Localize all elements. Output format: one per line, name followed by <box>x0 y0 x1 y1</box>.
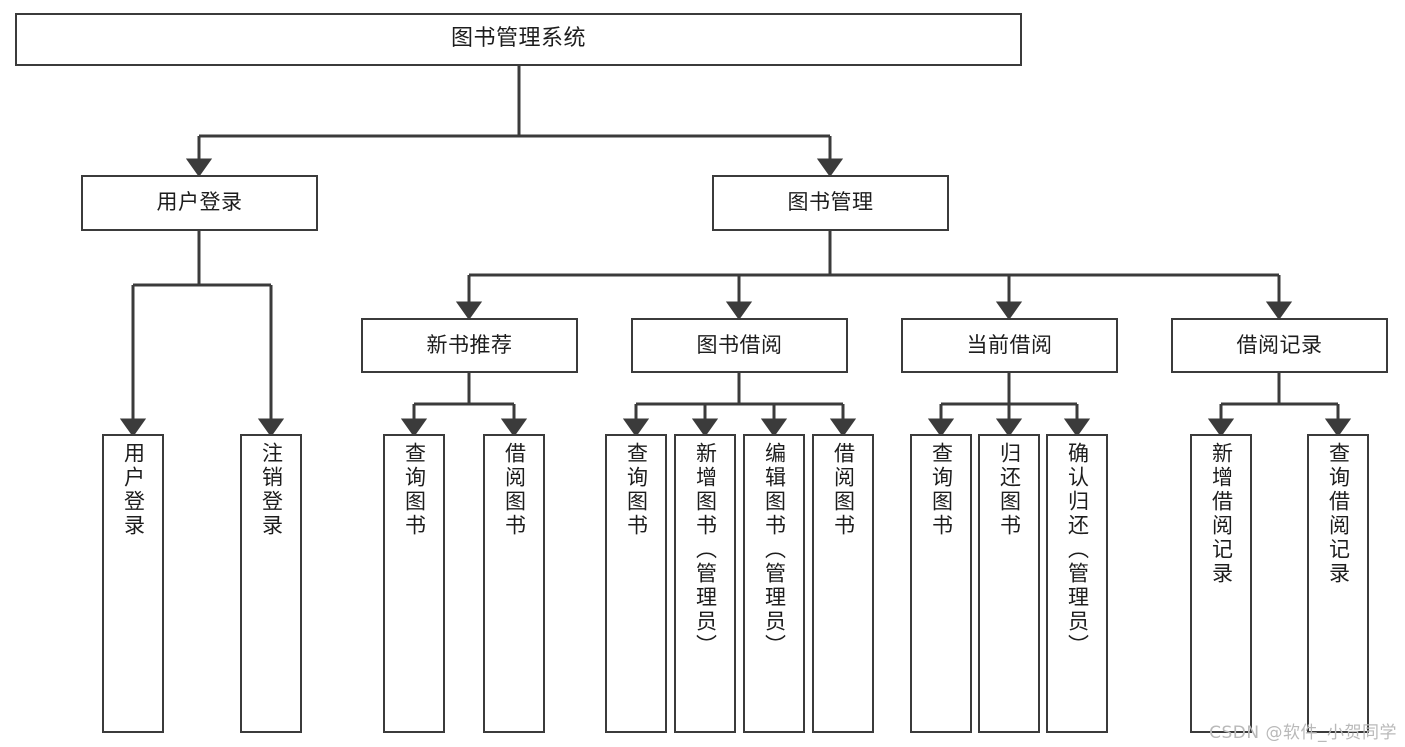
node-label: 用户登录 <box>156 190 243 215</box>
leaf-borrow-book-2[interactable]: 借阅图书 <box>812 434 874 733</box>
node-label: 查询图书 <box>402 442 427 538</box>
node-user-login[interactable]: 用户登录 <box>81 175 318 231</box>
leaf-borrow-book-1[interactable]: 借阅图书 <box>483 434 545 733</box>
node-root-system[interactable]: 图书管理系统 <box>15 13 1022 66</box>
node-book-manage[interactable]: 图书管理 <box>712 175 949 231</box>
node-label: 借阅图书 <box>831 442 856 538</box>
leaf-query-book-1[interactable]: 查询图书 <box>383 434 445 733</box>
leaf-user-logout[interactable]: 注销登录 <box>240 434 302 733</box>
node-label: 归还图书 <box>997 442 1022 538</box>
watermark-text: CSDN @软件_小贺同学 <box>1209 723 1397 743</box>
node-label: 新增借阅记录 <box>1209 442 1234 586</box>
leaf-return-book[interactable]: 归还图书 <box>978 434 1040 733</box>
leaf-add-book[interactable]: 新增图书（管理员） <box>674 434 736 733</box>
node-label: 用户登录 <box>121 442 146 538</box>
leaf-confirm-return[interactable]: 确认归还（管理员） <box>1046 434 1108 733</box>
leaf-edit-book[interactable]: 编辑图书（管理员） <box>743 434 805 733</box>
node-label: 借阅图书 <box>502 442 527 538</box>
leaf-query-record[interactable]: 查询借阅记录 <box>1307 434 1369 733</box>
node-label: 确认归还（管理员） <box>1065 442 1090 658</box>
node-new-book-rec[interactable]: 新书推荐 <box>361 318 578 373</box>
node-label: 查询图书 <box>929 442 954 538</box>
leaf-query-book-3[interactable]: 查询图书 <box>910 434 972 733</box>
node-label: 注销登录 <box>259 442 284 538</box>
node-label: 查询图书 <box>624 442 649 538</box>
leaf-add-record[interactable]: 新增借阅记录 <box>1190 434 1252 733</box>
leaf-query-book-2[interactable]: 查询图书 <box>605 434 667 733</box>
node-book-borrow[interactable]: 图书借阅 <box>631 318 848 373</box>
leaf-user-login[interactable]: 用户登录 <box>102 434 164 733</box>
node-label: 查询借阅记录 <box>1326 442 1351 586</box>
node-label: 新增图书（管理员） <box>693 442 718 658</box>
node-label: 当前借阅 <box>966 332 1053 357</box>
node-current-borrow[interactable]: 当前借阅 <box>901 318 1118 373</box>
node-label: 图书管理 <box>787 190 874 215</box>
node-borrow-record[interactable]: 借阅记录 <box>1171 318 1388 373</box>
node-label: 编辑图书（管理员） <box>762 442 787 658</box>
node-label: 图书管理系统 <box>450 26 586 52</box>
node-label: 借阅记录 <box>1236 332 1323 357</box>
node-label: 新书推荐 <box>426 332 513 357</box>
node-label: 图书借阅 <box>696 332 783 357</box>
